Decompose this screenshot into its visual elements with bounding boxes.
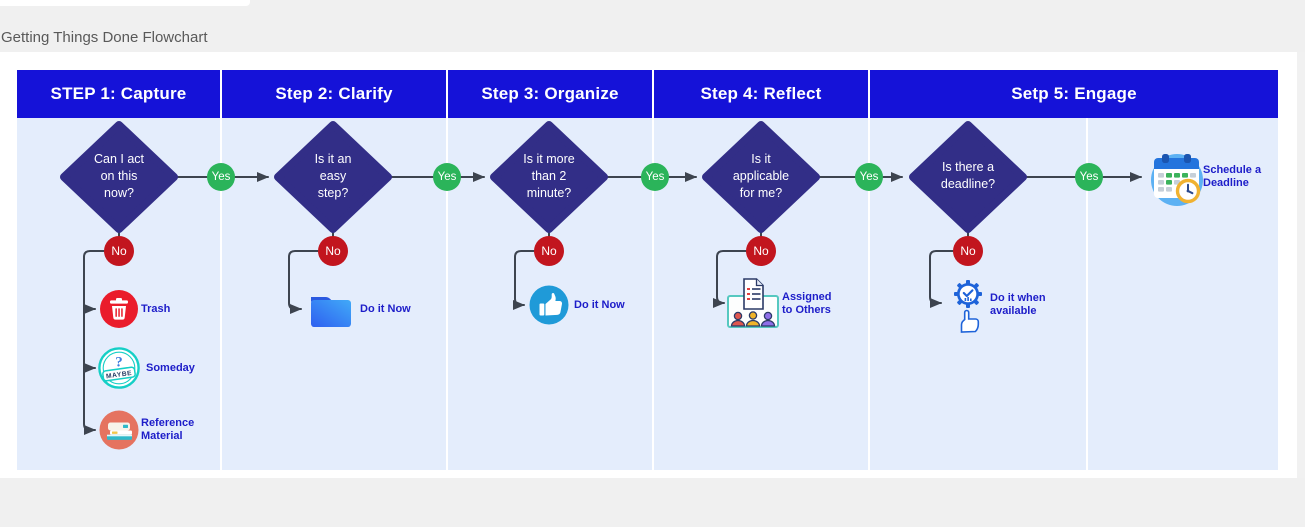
- maybe-stamp-icon[interactable]: ? MAYBE: [98, 347, 140, 389]
- svg-text:MAYBE: MAYBE: [106, 370, 133, 381]
- decision-question-2: Is it an easy step?: [314, 152, 352, 200]
- yes-node-2[interactable]: Yes: [433, 163, 461, 191]
- lane-separator: [868, 118, 870, 470]
- reference-books-icon[interactable]: [99, 410, 139, 450]
- outcome-label-do-it-when-available: Do it when available: [990, 292, 1046, 317]
- lane-header-step2[interactable]: Step 2: Clarify: [222, 70, 446, 118]
- no-node-3[interactable]: No: [534, 236, 564, 266]
- outcome-label-assigned-to-others: Assigned to Others: [782, 291, 832, 316]
- outcome-label-do-it-now-organize: Do it Now: [574, 299, 625, 311]
- no-node-1[interactable]: No: [104, 236, 134, 266]
- yes-node-1[interactable]: Yes: [207, 163, 235, 191]
- lane-separator: [446, 118, 448, 470]
- decision-question-5: Is there a deadline?: [940, 160, 996, 191]
- decision-diamond-2[interactable]: [274, 121, 392, 233]
- outcome-label-do-it-now-clarify: Do it Now: [360, 303, 411, 315]
- decision-diamond-4[interactable]: [702, 121, 820, 233]
- folder-icon[interactable]: [306, 288, 356, 330]
- outcome-label-someday: Someday: [146, 362, 195, 374]
- decision-diamond-1[interactable]: [60, 121, 178, 233]
- trash-icon[interactable]: [100, 290, 138, 328]
- document-people-icon[interactable]: [725, 276, 781, 330]
- lane-header-step3[interactable]: Step 3: Organize: [448, 70, 652, 118]
- document-title: Getting Things Done Flowchart: [1, 29, 208, 46]
- gear-hand-icon[interactable]: [946, 277, 990, 333]
- no-node-2[interactable]: No: [318, 236, 348, 266]
- lane-separator: [220, 118, 222, 470]
- lane-separator: [1086, 118, 1088, 470]
- outcome-label-reference-material: Reference Material: [141, 417, 195, 442]
- decision-diamond-5[interactable]: [909, 121, 1027, 233]
- svg-text:?: ?: [115, 355, 123, 371]
- decision-diamond-3[interactable]: [490, 121, 608, 233]
- lane-separator: [652, 118, 654, 470]
- decision-question-4: Is it applicable for me?: [732, 152, 790, 200]
- yes-node-3[interactable]: Yes: [641, 163, 669, 191]
- outcome-label-schedule-a-deadline: Schedule a Deadline: [1203, 164, 1262, 189]
- lane-header-step5[interactable]: Setp 5: Engage: [870, 70, 1278, 118]
- yes-node-4[interactable]: Yes: [855, 163, 883, 191]
- yes-node-5[interactable]: Yes: [1075, 163, 1103, 191]
- lane-header-step4[interactable]: Step 4: Reflect: [654, 70, 868, 118]
- decision-question-3: Is it more than 2 minute?: [523, 152, 575, 200]
- decision-question-1: Can I act on this now?: [93, 152, 145, 200]
- no-node-4[interactable]: No: [746, 236, 776, 266]
- no-node-5[interactable]: No: [953, 236, 983, 266]
- thumbs-up-icon[interactable]: [529, 285, 569, 325]
- calendar-clock-icon[interactable]: [1147, 149, 1205, 207]
- outcome-label-trash: Trash: [141, 303, 171, 315]
- top-left-strip: [0, 0, 250, 6]
- bottom-band: [0, 478, 1305, 527]
- lane-header-step1[interactable]: STEP 1: Capture: [17, 70, 220, 118]
- window-edge-strip: [1297, 52, 1305, 478]
- top-toolbar-area: Getting Things Done Flowchart: [0, 0, 1305, 52]
